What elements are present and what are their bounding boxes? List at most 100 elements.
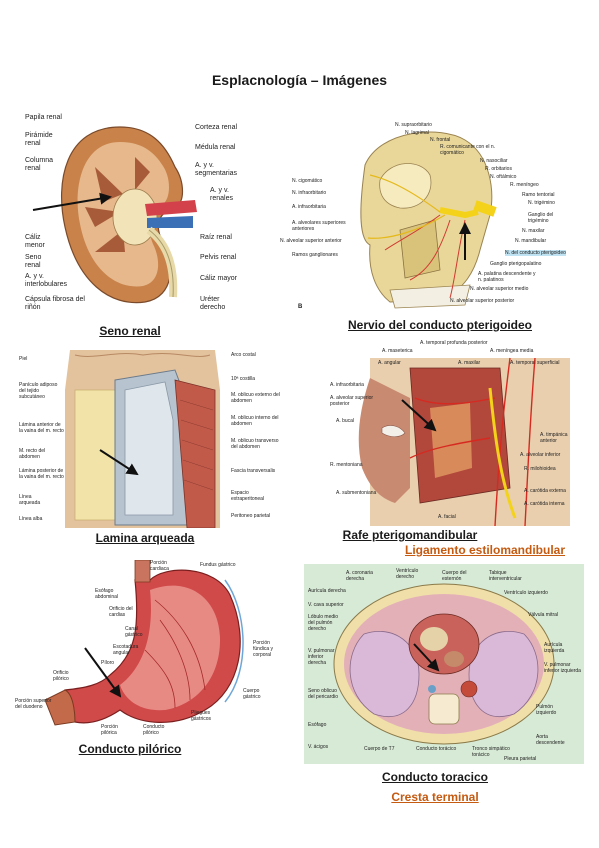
- thorax-label: Aurícula derecha: [308, 588, 346, 594]
- skull-caption: Nervio del conducto pterigoideo: [347, 318, 532, 332]
- skull-label: N. del conducto pterigoideo: [505, 250, 566, 256]
- face-label: A. submentoniana: [336, 490, 377, 496]
- face-label: A. facial: [438, 514, 456, 520]
- face-label: A. maseterica: [382, 348, 413, 354]
- skull-label: N. lagrimal: [405, 130, 429, 136]
- page-title: Esplacnología – Imágenes: [211, 72, 388, 88]
- abdomen-label: Lámina posterior de la vaina del m. rect…: [19, 468, 64, 480]
- stomach-illustration: [44, 560, 244, 726]
- skull-label: R. comunicante con el n. cigomático: [440, 144, 496, 156]
- thorax-figure: A. coronaria derecha Ventrículo derecho …: [304, 564, 584, 764]
- skull-label: N. maxilar: [522, 228, 545, 234]
- kidney-label: A. y v. segmentarias: [195, 162, 238, 177]
- stomach-figure: Porción cardiaca Fundus gástrico Esófago…: [15, 560, 285, 738]
- skull-panel-letter: B: [298, 304, 303, 310]
- face-label: A. temporal profunda posterior: [420, 340, 488, 346]
- kidney-label: Papila renal: [25, 114, 62, 121]
- face-arrow-icon: [401, 399, 437, 432]
- skull-label: N. trigémino: [528, 200, 555, 206]
- abdomen-caption: Lamina arqueada: [95, 531, 195, 545]
- kidney-label: Corteza renal: [195, 124, 238, 131]
- kidney-label: Cáliz menor: [25, 234, 45, 249]
- abdomen-label: 10ª costilla: [231, 376, 256, 382]
- stomach-label: Cuerpo gástrico: [243, 688, 261, 700]
- thorax-label: Cuerpo de T7: [364, 746, 395, 752]
- skull-label: Ramos ganglionares: [292, 252, 338, 258]
- thorax-label: V. pulmonar inferior derecha: [308, 648, 335, 666]
- face-label: A. temporal superficial: [510, 360, 560, 366]
- skull-label: N. mandibular: [515, 238, 547, 244]
- skull-label: N. infraorbitario: [292, 190, 327, 196]
- skull-label: A. infraorbitaria: [292, 204, 326, 210]
- skull-label: Ganglio del trigémino: [528, 212, 554, 224]
- thorax-subcaption: Cresta terminal: [391, 790, 479, 804]
- skull-label: N. alveolar superior medio: [470, 286, 529, 292]
- thorax-label: Tronco simpático torácico: [472, 746, 510, 758]
- skull-label: A. alveolares superiores anteriores: [292, 220, 346, 232]
- face-caption: Rafe pterigomandibular: [342, 528, 478, 542]
- face-label: A. infraorbitaria: [330, 382, 364, 388]
- face-label: A. carótida interna: [524, 501, 565, 507]
- skull-label: N. supraorbitario: [395, 122, 432, 128]
- thorax-label: Pulmón izquierdo: [536, 704, 557, 716]
- face-subcaption: Ligamento estilomandibular: [404, 543, 566, 557]
- abdomen-label: Línea arqueada: [19, 494, 41, 506]
- stomach-label: Escotadura angular: [113, 644, 139, 656]
- kidney-arrow-icon: [32, 192, 112, 211]
- skull-label: N. alveolar superior posterior: [450, 298, 515, 304]
- skull-label: Ganglio pterigopalatino: [490, 261, 542, 267]
- abdomen-illustration: [65, 350, 220, 528]
- stomach-label: Orificio pilórico: [53, 670, 69, 682]
- abdomen-figure: Piel Panículo adiposo del tejido subcutá…: [15, 350, 295, 528]
- stomach-label: Conducto pilórico: [143, 724, 165, 736]
- abdomen-label: Piel: [19, 356, 28, 362]
- stomach-label: Píloro: [101, 660, 115, 666]
- kidney-label: Columna renal: [25, 157, 54, 172]
- skull-label: N. oftálmico: [490, 174, 517, 180]
- face-illustration: [358, 357, 570, 526]
- thorax-label: Seno oblicuo del pericardio: [308, 688, 339, 700]
- face-label: A. alveolar inferior: [520, 452, 561, 458]
- kidney-figure: Papila renal Pirámide renal Columna rena…: [25, 112, 285, 324]
- kidney-label: Raíz renal: [200, 234, 232, 241]
- thorax-caption: Conducto toracico: [381, 770, 488, 784]
- face-figure: A. temporal profunda posterior A. masete…: [300, 338, 584, 526]
- thorax-label: Aurícula izquierda: [544, 642, 565, 654]
- thorax-label: Pleura parietal: [504, 756, 537, 762]
- face-label: R. milohioidea: [524, 466, 556, 472]
- skull-label: Ramo tentorial: [522, 192, 555, 198]
- stomach-label: Porción cardiaca: [150, 560, 169, 572]
- thorax-label: Esófago: [308, 722, 327, 728]
- stomach-label: Porción fúndica y corporal: [253, 640, 274, 658]
- thorax-label: Ventrículo derecho: [396, 568, 419, 580]
- skull-label: N. cigomático: [292, 178, 323, 184]
- abdomen-label: Peritoneo parietal: [231, 513, 271, 519]
- thorax-label: V. cava superior: [308, 602, 344, 608]
- skull-label: N. nasociliar: [480, 158, 508, 164]
- abdomen-arrow-icon: [99, 449, 139, 476]
- abdomen-label: Arco costal: [231, 352, 256, 358]
- face-label: A. bucal: [336, 418, 355, 424]
- face-label: A. maxilar: [458, 360, 481, 366]
- skull-illustration: [360, 131, 497, 309]
- abdomen-label: M. oblicuo interno del abdomen: [231, 415, 279, 427]
- abdomen-label: M. oblicuo externo del abdomen: [231, 392, 280, 404]
- skull-figure: N. supraorbitario N. lagrimal N. frontal…: [280, 120, 582, 316]
- skull-label: N. frontal: [430, 137, 451, 143]
- abdomen-label: M. oblicuo transverso del abdomen: [231, 438, 279, 450]
- stomach-caption: Conducto pilórico: [78, 742, 182, 756]
- thorax-label: Válvula mitral: [528, 612, 559, 618]
- thorax-label: Tabique interventricular: [489, 570, 522, 582]
- kidney-label: Pirámide renal: [25, 132, 53, 147]
- kidney-label: A. y v. interlobulares: [25, 273, 68, 288]
- stomach-label: Porción pilórica: [101, 724, 118, 736]
- thorax-label: V. pulmonar inferior izquierda: [544, 662, 581, 674]
- kidney-label: Cáliz mayor: [200, 275, 237, 282]
- kidney-label: Médula renal: [195, 144, 236, 151]
- stomach-label: Esófago abdominal: [95, 588, 119, 600]
- face-label: A. angular: [378, 360, 401, 366]
- face-label: R. mentoniana: [330, 462, 363, 468]
- face-label: A. alveolar superior posterior: [330, 395, 374, 407]
- thorax-label: V. ácigos: [308, 744, 329, 750]
- abdomen-label: Panículo adiposo del tejido subcutáneo: [19, 382, 58, 400]
